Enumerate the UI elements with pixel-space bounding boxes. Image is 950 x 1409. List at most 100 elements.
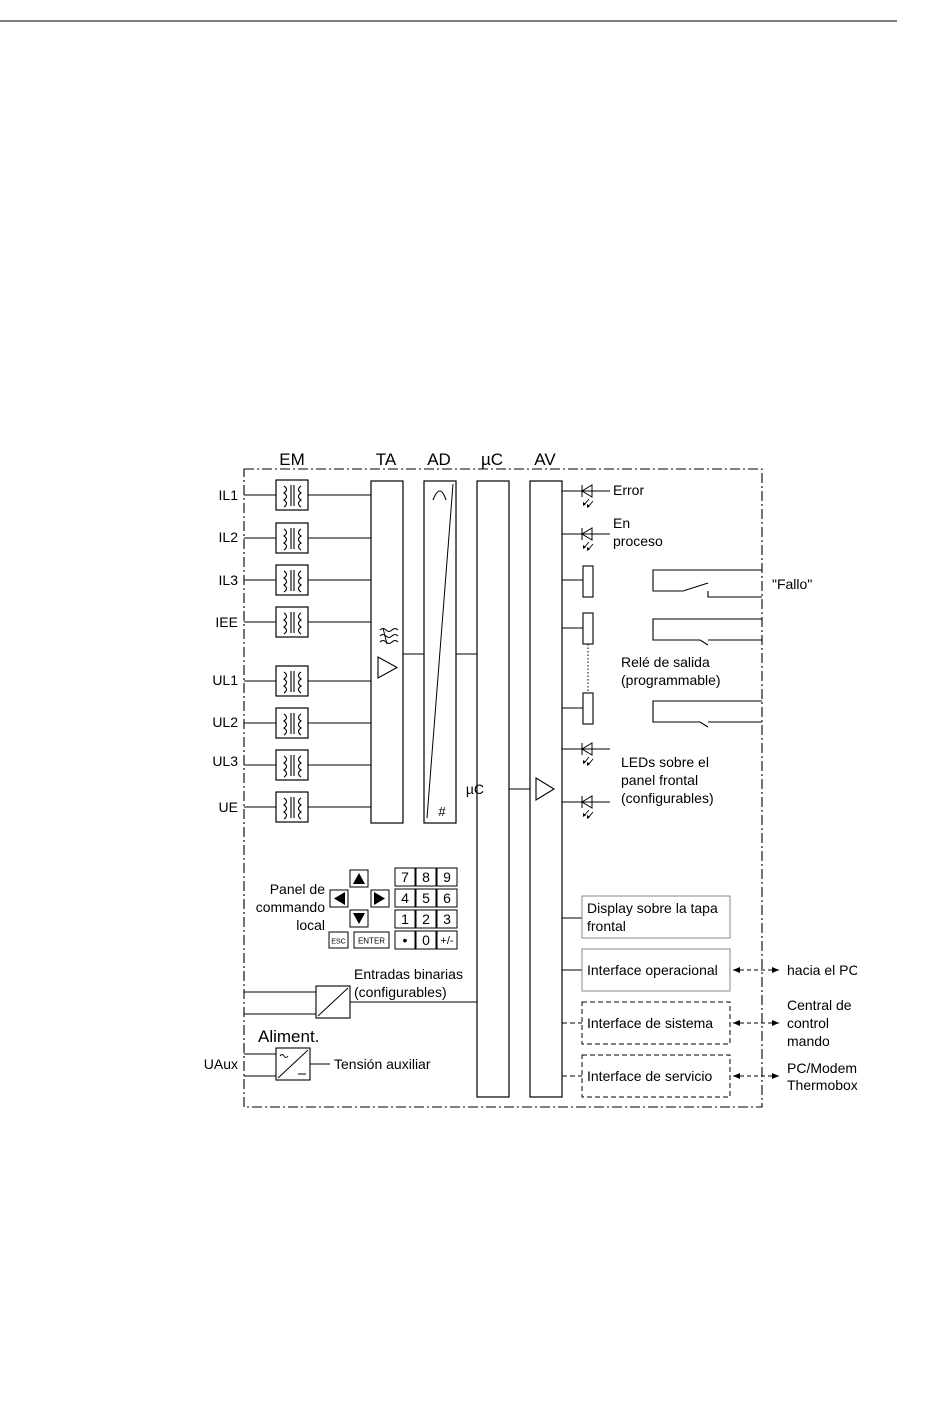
keypad-label-1: Panel de	[270, 881, 325, 897]
key-0-label: 0	[422, 932, 430, 948]
transformer-icon	[275, 606, 309, 638]
device-frame	[243, 468, 763, 1108]
target-pcmodem-label-2: Thermobox	[787, 1077, 858, 1093]
target-central-label-2: control	[787, 1015, 829, 1031]
ac-symbol-icon	[279, 1054, 289, 1058]
ta-block	[370, 480, 404, 824]
amplifier-icon	[377, 656, 399, 679]
interface-operacional-label: Interface operacional	[587, 962, 718, 978]
display-label-2: frontal	[587, 918, 626, 934]
relay-output-sublabel: (programmable)	[621, 672, 721, 688]
relay-contact-fallo	[652, 569, 762, 598]
keypad-label-2: commando	[256, 899, 325, 915]
key-7[interactable]: 7	[394, 867, 416, 887]
relay-output-label: Relé de salida	[621, 654, 710, 670]
arrow-left-key[interactable]	[329, 889, 349, 908]
relay-coil-n	[582, 692, 594, 725]
key-5[interactable]: 5	[415, 888, 437, 908]
key-9-label: 9	[443, 869, 451, 885]
target-central-label-1: Central de	[787, 997, 852, 1013]
relay-fallo-label: "Fallo"	[772, 576, 812, 592]
arrow-right-icon	[374, 892, 385, 905]
key-1-label: 1	[401, 911, 409, 927]
target-labels-clip: hacia el PC Central de control mando PC/…	[787, 962, 859, 1093]
transformer-icon	[275, 707, 309, 739]
target-pcmodem-label-1: PC/Modem	[787, 1060, 857, 1076]
interface-sistema-box	[581, 1001, 731, 1045]
arrow-left-icon	[334, 892, 345, 905]
enter-key[interactable]: ENTER	[353, 931, 390, 949]
key-3-label: 3	[443, 911, 451, 927]
esc-key-label: ESC	[331, 939, 345, 946]
key-7-label: 7	[401, 869, 409, 885]
key-4-label: 4	[401, 890, 409, 906]
led-icon	[576, 742, 611, 767]
key-2[interactable]: 2	[415, 909, 437, 929]
filter-icon	[379, 627, 399, 645]
binarias-label-1: Entradas binarias	[354, 966, 463, 982]
target-pc-label: hacia el PC	[787, 962, 859, 978]
esc-key[interactable]: ESC	[328, 931, 349, 949]
key-6[interactable]: 6	[436, 888, 458, 908]
transformer-icon	[275, 749, 309, 781]
led-icon	[576, 527, 611, 552]
key-2-label: 2	[422, 911, 430, 927]
led-panel-label-3: (configurables)	[621, 790, 714, 806]
enter-key-label: ENTER	[358, 937, 385, 946]
led-icon	[576, 484, 611, 509]
power-supply-converter	[275, 1047, 311, 1081]
relay-contact-n	[652, 700, 762, 728]
key-0[interactable]: 0	[415, 930, 437, 950]
display-label-1: Display sobre la tapa	[587, 900, 718, 916]
tension-auxiliar-label: Tensión auxiliar	[334, 1056, 431, 1072]
target-central-label-3: mando	[787, 1033, 830, 1049]
input-label-iee: IEE	[215, 614, 238, 630]
header-ad: AD	[427, 450, 451, 469]
led-panel-label-1: LEDs sobre el	[621, 754, 709, 770]
key-plusminus[interactable]: +/-	[436, 930, 458, 950]
input-label-il2: IL2	[219, 529, 239, 545]
led-icon	[576, 795, 611, 820]
arrow-down-key[interactable]	[349, 909, 369, 928]
key-dot[interactable]: •	[394, 930, 416, 950]
header-av: AV	[534, 450, 556, 469]
input-label-ul2: UL2	[212, 714, 238, 730]
key-8[interactable]: 8	[415, 867, 437, 887]
key-3[interactable]: 3	[436, 909, 458, 929]
interface-servicio-box	[581, 1054, 731, 1098]
led-proceso-label: proceso	[613, 533, 663, 549]
keypad-label-3: local	[296, 917, 325, 933]
key-5-label: 5	[422, 890, 430, 906]
analog-wave-icon	[432, 490, 447, 501]
transformer-icon	[275, 791, 309, 823]
binarias-label-2: (configurables)	[354, 984, 447, 1000]
av-block	[529, 480, 563, 1098]
header-em: EM	[279, 450, 305, 469]
arrow-up-key[interactable]	[349, 869, 369, 888]
key-9[interactable]: 9	[436, 867, 458, 887]
relay-contact-1	[652, 618, 762, 646]
transformer-icon	[275, 665, 309, 697]
header-uc: µC	[481, 450, 503, 469]
led-error-label: Error	[613, 482, 644, 498]
aliment-title: Aliment.	[258, 1027, 319, 1046]
arrow-right-key[interactable]	[370, 889, 390, 908]
input-label-ul1: UL1	[212, 672, 238, 688]
arrow-down-icon	[353, 913, 365, 924]
transformer-icon	[275, 564, 309, 596]
binary-input-converter	[315, 985, 351, 1019]
arrow-up-icon	[353, 873, 365, 884]
display-box	[581, 895, 731, 939]
led-panel-label-2: panel frontal	[621, 772, 698, 788]
input-label-ul3: UL3	[212, 753, 238, 769]
interface-operacional-box	[581, 948, 731, 992]
uaux-label: UAux	[204, 1056, 238, 1072]
key-4[interactable]: 4	[394, 888, 416, 908]
input-label-il1: IL1	[219, 487, 239, 503]
digit-keypad: 7 8 9 4 5 6 1 2 3 • 0 +/-	[394, 867, 458, 950]
output-amplifier-icon	[535, 777, 556, 801]
key-1[interactable]: 1	[394, 909, 416, 929]
interface-sistema-label: Interface de sistema	[587, 1015, 713, 1031]
key-plusminus-label: +/-	[440, 935, 453, 947]
